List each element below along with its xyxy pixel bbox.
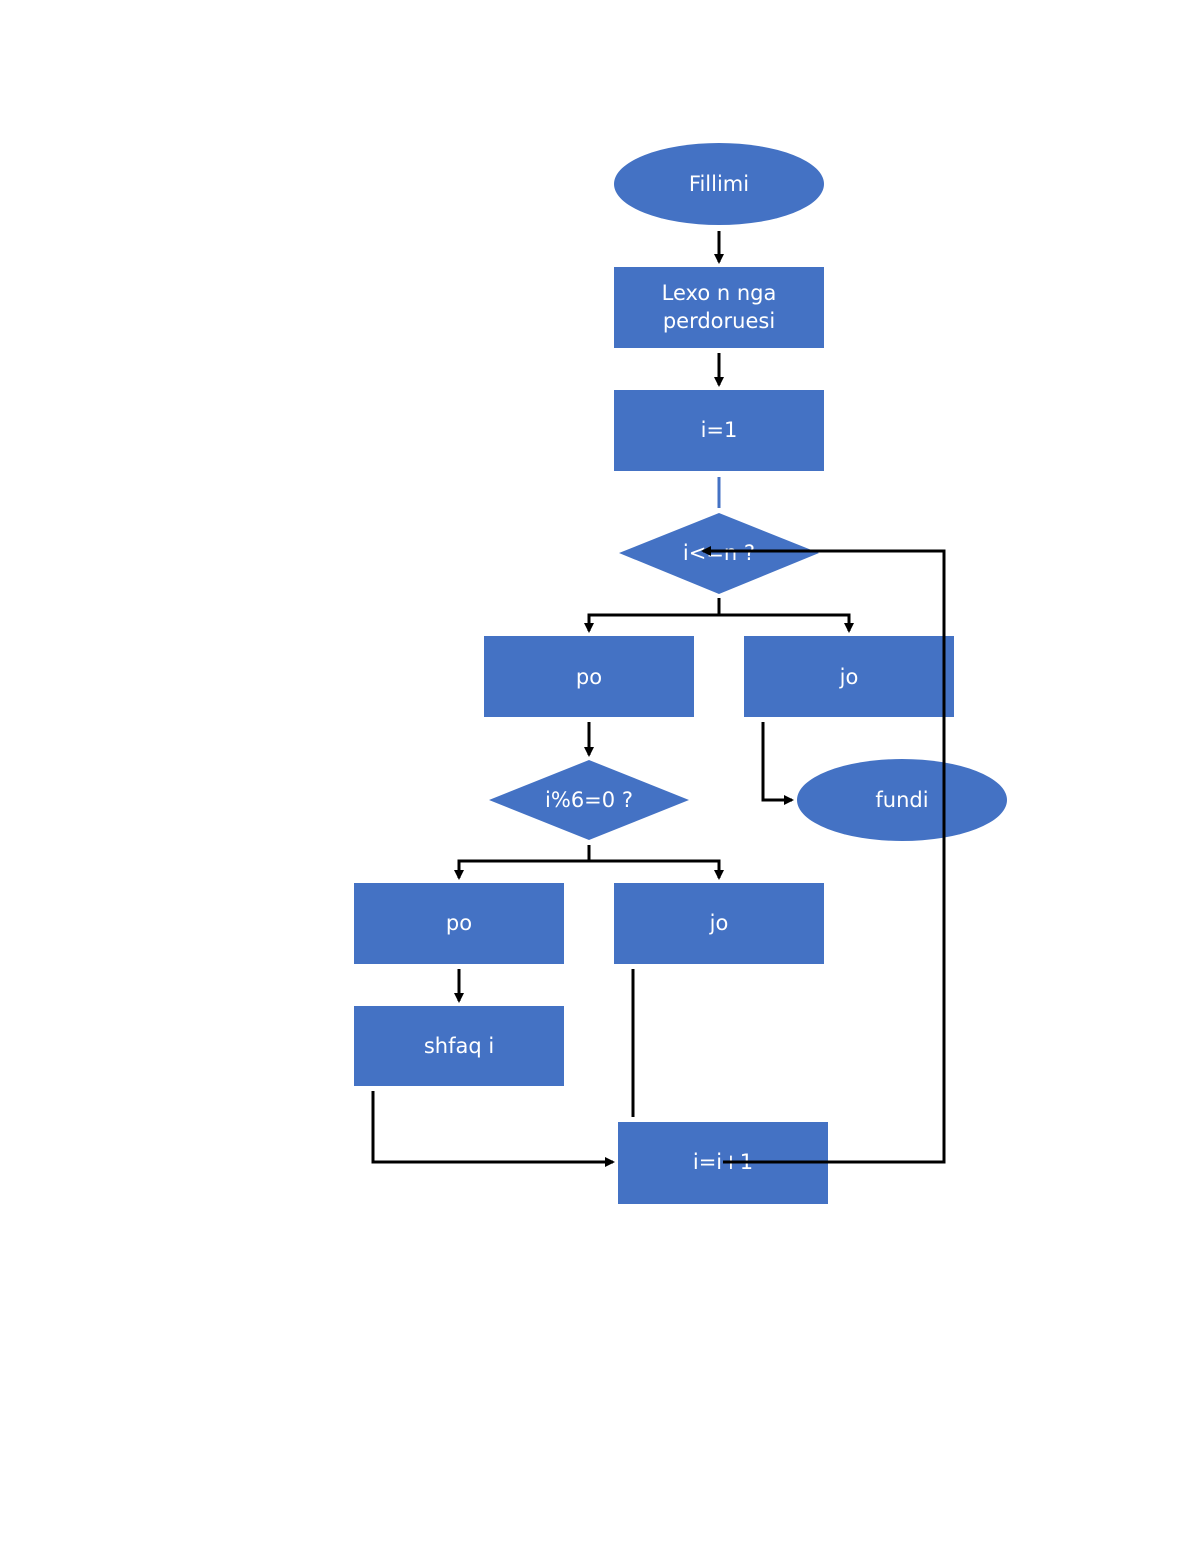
edge-print-i-to-increment xyxy=(371,1091,615,1167)
edge-divisible-condition-to-divisible-yes xyxy=(454,859,589,880)
divisible-condition-label: i%6=0 ? xyxy=(545,788,633,812)
node-print-i: shfaq i xyxy=(354,1006,564,1086)
print-i-rect xyxy=(354,1006,564,1086)
edge-loop-condition-to-loop-no xyxy=(719,613,854,633)
read-n-label-line2: perdoruesi xyxy=(663,309,775,333)
read-n-label-line1: Lexo n nga xyxy=(662,281,777,305)
node-divisible-condition: i%6=0 ? xyxy=(489,760,689,840)
node-end: fundi xyxy=(797,759,1007,841)
node-loop-condition: i<=n ? xyxy=(619,513,819,594)
init-i-label: i=1 xyxy=(701,418,738,442)
divisible-condition-diamond xyxy=(489,760,689,840)
read-n-rect xyxy=(614,267,824,348)
edge-increment-to-loop-condition xyxy=(701,546,946,1164)
node-divisible-yes: po xyxy=(354,883,564,964)
init-i-rect xyxy=(614,390,824,471)
divisible-no-rect xyxy=(614,883,824,964)
divisible-no-label: jo xyxy=(709,911,729,935)
loop-yes-rect xyxy=(484,636,694,717)
edge-loop-no-to-end xyxy=(761,722,794,805)
end-label: fundi xyxy=(875,788,928,812)
edge-loop-condition-to-loop-yes xyxy=(584,613,719,633)
node-start: Fillimi xyxy=(614,143,824,225)
print-i-label: shfaq i xyxy=(424,1034,494,1058)
node-init-i: i=1 xyxy=(614,390,824,471)
node-divisible-no: jo xyxy=(614,883,824,964)
node-loop-no: jo xyxy=(744,636,954,717)
end-ellipse xyxy=(797,759,1007,841)
loop-no-label: jo xyxy=(839,665,859,689)
loop-no-rect xyxy=(744,636,954,717)
loop-condition-label: i<=n ? xyxy=(683,541,755,565)
node-read-n: Lexo n nga perdoruesi xyxy=(614,267,824,348)
loop-yes-label: po xyxy=(576,665,602,689)
loop-condition-diamond xyxy=(619,513,819,594)
divisible-yes-label: po xyxy=(446,911,472,935)
divisible-yes-rect xyxy=(354,883,564,964)
node-loop-yes: po xyxy=(484,636,694,717)
start-label: Fillimi xyxy=(689,172,749,196)
edge-divisible-condition-to-divisible-no xyxy=(589,859,724,880)
start-ellipse xyxy=(614,143,824,225)
